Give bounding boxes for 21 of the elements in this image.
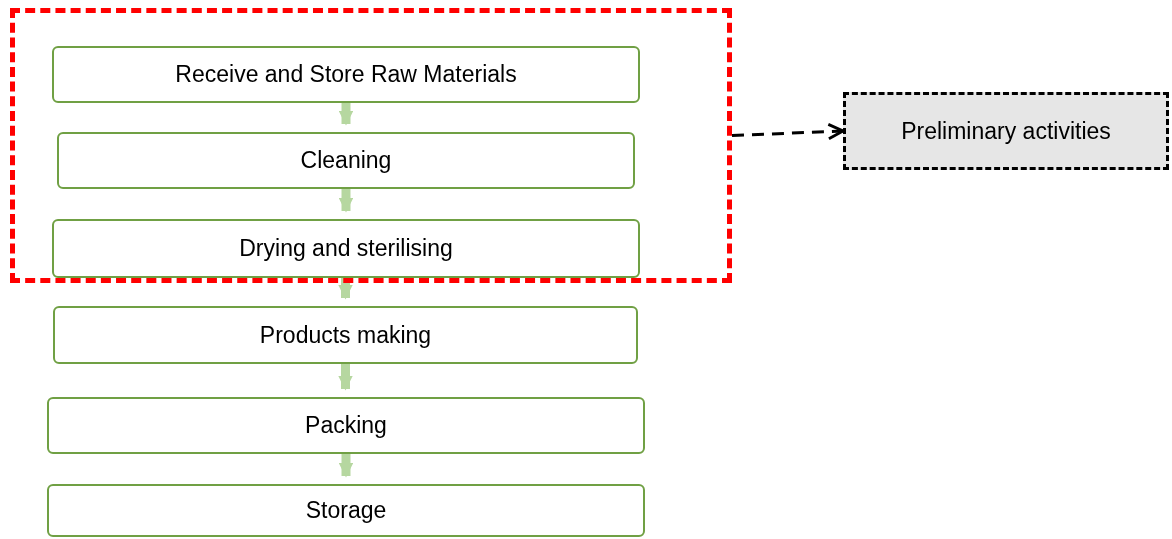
process-box (57, 132, 635, 189)
box-label: Preliminary activities (900, 116, 1112, 146)
box-label: Products making (258, 320, 433, 350)
process-box (52, 46, 640, 103)
box-label: Packing (304, 411, 388, 440)
process-box (53, 306, 638, 364)
arrow (338, 189, 354, 213)
arrow (338, 278, 353, 300)
arrow (338, 103, 354, 126)
box-label: Cleaning (299, 146, 393, 175)
arrow (338, 364, 353, 391)
process-box (52, 219, 640, 278)
process-box (47, 397, 645, 454)
note-box (843, 92, 1169, 170)
arrow (338, 454, 354, 478)
dashed-region (10, 8, 732, 283)
box-label: Drying and sterilising (238, 234, 454, 263)
arrow (731, 122, 845, 141)
process-box (47, 484, 645, 537)
box-label: Receive and Store Raw Materials (174, 60, 518, 89)
box-label: Storage (304, 496, 388, 525)
